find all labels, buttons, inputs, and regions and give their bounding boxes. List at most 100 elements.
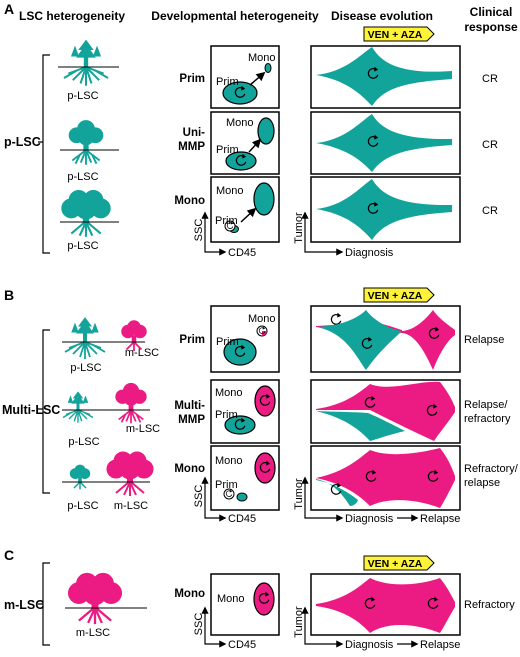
tree-label-m-lsc: m-LSC bbox=[126, 423, 160, 435]
axis-tumor: Tumor bbox=[293, 606, 305, 638]
row-label-mono: Mono bbox=[174, 588, 205, 600]
group-label-m-lsc: m-LSC bbox=[4, 598, 44, 612]
cell-label-prim: Prim bbox=[216, 76, 239, 88]
cell-label-prim: Prim bbox=[215, 479, 238, 491]
tumor-p-lsc-shape bbox=[316, 310, 402, 370]
response-relapse-refractory-2: refractory bbox=[464, 413, 511, 425]
tumor-p-lsc-shape bbox=[316, 114, 452, 172]
axis-cd45: CD45 bbox=[228, 247, 256, 259]
tree-p-lsc-b1 bbox=[64, 317, 106, 360]
cell-label-prim: Prim bbox=[216, 144, 239, 156]
row-label-prim: Prim bbox=[179, 334, 205, 346]
tree-label-p-lsc: p-LSC bbox=[67, 500, 98, 512]
drug-badge: VEN + AZA bbox=[363, 555, 435, 571]
header-response: response bbox=[464, 20, 518, 34]
cell-label-prim: Prim bbox=[216, 336, 239, 348]
flow-axes bbox=[201, 211, 227, 256]
differentiation-arrow bbox=[248, 138, 262, 153]
tree-label-p-lsc: p-LSC bbox=[70, 362, 101, 374]
svg-text:VEN + AZA: VEN + AZA bbox=[368, 558, 423, 570]
cell-mono bbox=[254, 385, 276, 417]
response-refractory-relapse-1: Refractory/ bbox=[464, 463, 519, 475]
flow-axes bbox=[201, 476, 227, 522]
cell-label-mono: Mono bbox=[215, 387, 243, 399]
cell-prim bbox=[224, 415, 256, 435]
bracket-c bbox=[38, 562, 50, 646]
axis-diagnosis: Diagnosis bbox=[345, 247, 394, 259]
panel-c-letter: C bbox=[4, 547, 14, 563]
cell-mono bbox=[254, 452, 276, 484]
axis-ssc: SSC bbox=[193, 613, 205, 636]
bracket-a bbox=[38, 54, 50, 254]
bracket-b bbox=[38, 329, 50, 494]
tumor-p-lsc-shape bbox=[316, 411, 405, 441]
axis-tumor: Tumor bbox=[293, 478, 305, 510]
axis-relapse: Relapse bbox=[420, 639, 460, 651]
axis-tumor: Tumor bbox=[293, 212, 305, 244]
tree-label-m-lsc: m-LSC bbox=[125, 347, 159, 359]
cell-mono bbox=[253, 582, 275, 616]
cell-mono bbox=[257, 117, 275, 145]
cell-mono-pink bbox=[262, 331, 267, 336]
tree-label: p-LSC bbox=[67, 171, 98, 183]
tumor-m-lsc-shape bbox=[316, 578, 455, 633]
response-cr: CR bbox=[482, 205, 498, 217]
panel-a-letter: A bbox=[4, 1, 14, 17]
cell-prim bbox=[236, 492, 248, 502]
tree-label-m-lsc: m-LSC bbox=[76, 627, 110, 639]
cell-label-mono: Mono bbox=[217, 593, 245, 605]
axis-relapse: Relapse bbox=[420, 513, 460, 525]
differentiation-arrow bbox=[240, 207, 257, 223]
tree-m-lsc-b2 bbox=[114, 382, 148, 425]
row-label-multi: Multi- bbox=[174, 400, 205, 412]
header-lsc-heterogeneity: LSC heterogeneity bbox=[19, 9, 125, 23]
response-cr: CR bbox=[482, 73, 498, 85]
group-label-multi-lsc: Multi-LSC bbox=[2, 403, 60, 417]
tumor-p-lsc-shape bbox=[316, 47, 452, 106]
response-relapse: Relapse bbox=[464, 334, 504, 346]
group-label-p-lsc: p-LSC bbox=[4, 135, 41, 149]
tumor-p-lsc-shape bbox=[316, 179, 452, 240]
tree-label: p-LSC bbox=[67, 240, 98, 252]
tumor-axes bbox=[301, 606, 344, 648]
axis-diagnosis: Diagnosis bbox=[345, 639, 394, 651]
response-refractory: Refractory bbox=[464, 599, 515, 611]
axis-ssc: SSC bbox=[193, 219, 205, 242]
axis-cd45: CD45 bbox=[228, 513, 256, 525]
cell-mono bbox=[264, 63, 272, 73]
svg-text:VEN + AZA: VEN + AZA bbox=[368, 29, 423, 41]
header-disease-evolution: Disease evolution bbox=[331, 9, 433, 23]
panel-c: C m-LSC m-LSC Mono Mono SSC CD45 VEN + A… bbox=[4, 547, 515, 651]
tumor-axes bbox=[301, 211, 344, 256]
tumor-p-lsc-thin bbox=[316, 479, 358, 506]
cell-label-mono: Mono bbox=[248, 313, 276, 325]
row-label-mmp: MMP bbox=[178, 414, 205, 426]
tumor-m-lsc-shape bbox=[316, 448, 455, 508]
cell-label-mono: Mono bbox=[215, 455, 243, 467]
tree-m-lsc-b3 bbox=[106, 451, 154, 497]
row-label-mono: Mono bbox=[174, 195, 205, 207]
cell-label-mono: Mono bbox=[248, 52, 276, 64]
tree-label-m-lsc: m-LSC bbox=[114, 500, 148, 512]
response-cr: CR bbox=[482, 139, 498, 151]
panel-b-letter: B bbox=[4, 287, 14, 303]
cell-prim bbox=[225, 151, 257, 171]
cell-label-mono: Mono bbox=[226, 117, 254, 129]
tree-p-lsc-2 bbox=[68, 119, 104, 166]
cell-label-prim: Prim bbox=[215, 215, 238, 227]
tumor-m-lsc-shape bbox=[316, 381, 455, 441]
row-label-mmp: MMP bbox=[178, 141, 205, 153]
header-developmental-heterogeneity: Developmental heterogeneity bbox=[151, 9, 319, 23]
row-label-mono: Mono bbox=[174, 463, 205, 475]
tumor-m-lsc-relapse bbox=[402, 310, 455, 370]
tree-p-lsc-b3 bbox=[69, 464, 91, 490]
axis-ssc: SSC bbox=[193, 485, 205, 508]
header-clinical: Clinical bbox=[470, 5, 513, 19]
tree-m-lsc-c bbox=[67, 572, 123, 626]
row-label-prim: Prim bbox=[179, 73, 205, 85]
tree-p-lsc-1 bbox=[63, 39, 109, 87]
tree-p-lsc-b2 bbox=[62, 391, 94, 424]
svg-text:VEN + AZA: VEN + AZA bbox=[368, 290, 423, 302]
tree-p-lsc-3 bbox=[60, 189, 112, 238]
